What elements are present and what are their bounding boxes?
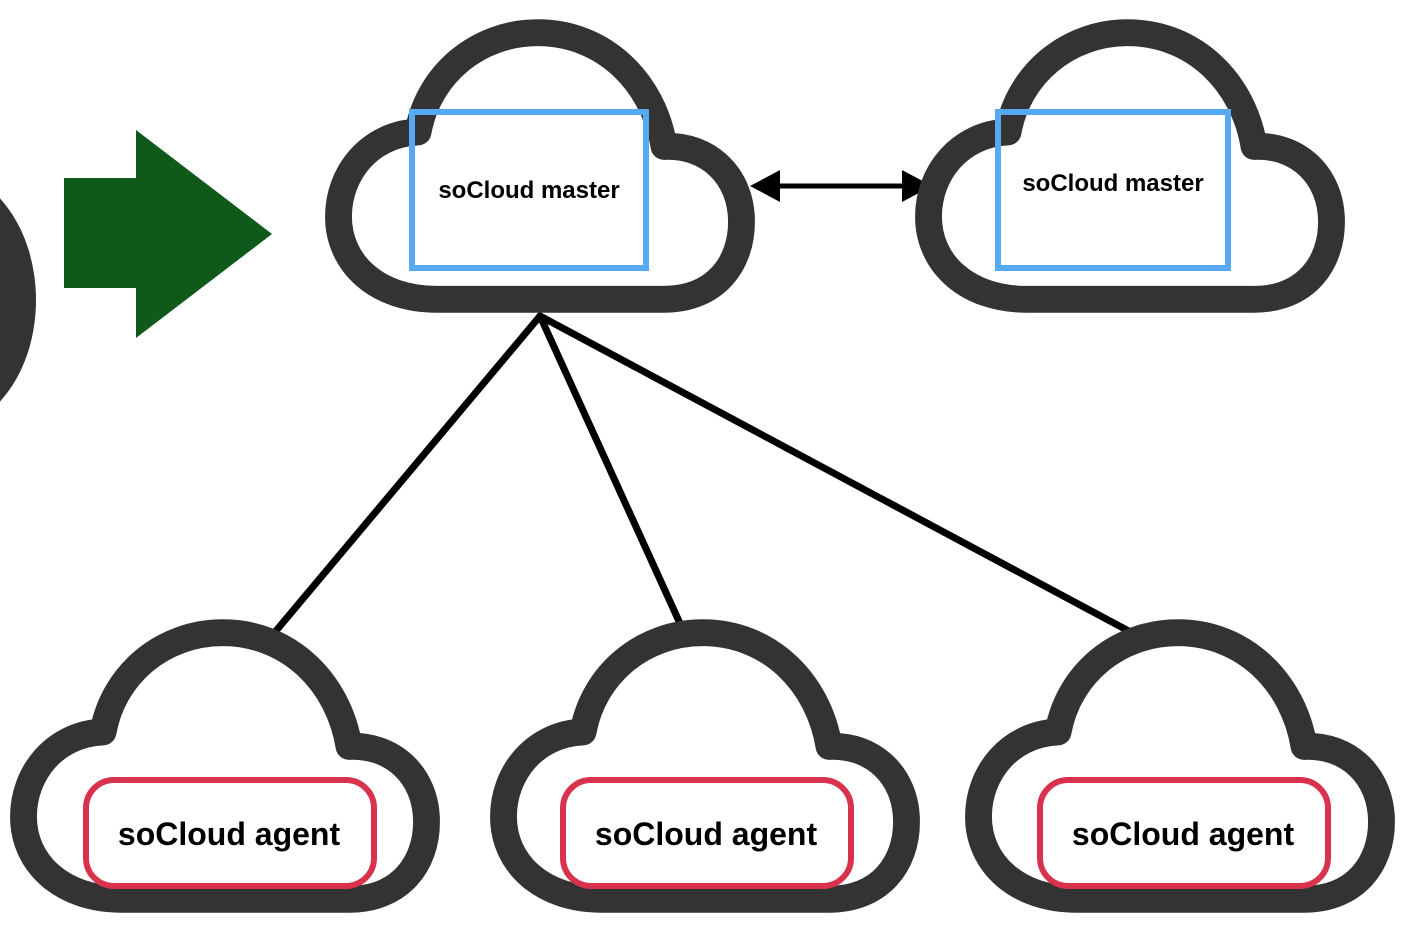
agent-node-1: soCloud agent (24, 633, 427, 900)
master-node-2: soCloud master (929, 33, 1332, 300)
agent-label: soCloud agent (118, 816, 341, 852)
bidirectional-arrow (750, 170, 932, 202)
edge-master-agent-2 (536, 312, 687, 634)
agent-box (560, 777, 854, 889)
agent-label: soCloud agent (595, 816, 818, 852)
partial-node-shape (0, 198, 36, 402)
master-label: soCloud master (1022, 170, 1203, 197)
agent-node-3: soCloud agent (979, 633, 1382, 900)
agent-box (1037, 777, 1331, 889)
cloud-icon (929, 33, 1332, 300)
agent-label: soCloud agent (1072, 816, 1295, 852)
arrowhead-right-icon (902, 170, 932, 202)
edge-master-agent-1 (271, 312, 544, 636)
connectors (271, 312, 1142, 640)
agent-node-2: soCloud agent (504, 633, 907, 900)
arrowhead-left-icon (750, 170, 780, 202)
right-arrow-icon (64, 130, 272, 338)
master-label: soCloud master (438, 177, 619, 204)
cloud-icon (339, 33, 742, 300)
master-box (995, 109, 1231, 271)
master-node-1: soCloud master (339, 33, 742, 300)
master-box (409, 109, 649, 271)
agent-box (83, 777, 377, 889)
edge-master-agent-3 (536, 312, 1142, 640)
